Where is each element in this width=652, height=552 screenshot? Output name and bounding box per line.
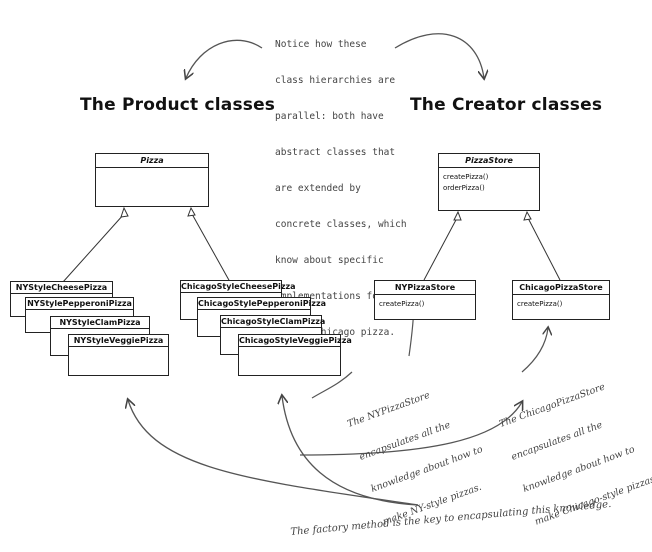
nypizzastore-class-name: NYPizzaStore bbox=[375, 281, 475, 295]
inherit-line-ny-products bbox=[62, 213, 125, 283]
chicagopizzastore-class-name: ChicagoPizzaStore bbox=[513, 281, 609, 295]
ny-note-tail bbox=[311, 371, 353, 399]
inherit-arrow-ny-products bbox=[120, 206, 129, 218]
top-note-line: are extended by bbox=[275, 183, 361, 194]
pizzastore-method: createPizza() bbox=[443, 173, 489, 181]
top-note-line: know about specific bbox=[275, 255, 384, 266]
nypizzastore-method: createPizza() bbox=[379, 300, 425, 308]
inherit-line-chicago-products bbox=[191, 213, 231, 283]
sweep-arrow-to-chicago-products bbox=[282, 396, 419, 506]
chicago-clam-pizza-name: ChicagoStyleClamPizza bbox=[221, 317, 326, 328]
chicago-pepperoni-pizza-name: ChicagoStylePepperoniPizza bbox=[198, 299, 327, 310]
chicago-veggie-pizza-name: ChicagoStyleVeggiePizza bbox=[239, 336, 352, 347]
ny-cheese-pizza-name: NYStyleCheesePizza bbox=[11, 282, 112, 294]
pizza-class-name: Pizza bbox=[96, 154, 208, 168]
chicago-veggie-pizza-box: ChicagoStyleVeggiePizza bbox=[238, 334, 352, 376]
top-note-line: class hierarchies are bbox=[275, 75, 396, 86]
curve-arrow-to-creators bbox=[394, 33, 484, 78]
top-note-line: parallel: both have bbox=[275, 111, 384, 122]
product-classes-heading: The Product classes bbox=[80, 95, 276, 115]
pizzastore-method: orderPizza() bbox=[443, 184, 485, 192]
ny-pepperoni-pizza-name: NYStylePepperoniPizza bbox=[26, 299, 133, 310]
top-note-line: abstract classes that bbox=[275, 147, 396, 158]
creator-classes-heading: The Creator classes bbox=[410, 95, 603, 115]
chicagopizzastore-method: createPizza() bbox=[517, 300, 563, 308]
ny-veggie-pizza-box: NYStyleVeggiePizza bbox=[68, 334, 169, 376]
sweep-arrow-to-ny-products bbox=[128, 400, 419, 506]
inherit-line-ny-store bbox=[423, 217, 458, 281]
top-note-line: Notice how these bbox=[275, 39, 367, 50]
top-note-line: concrete classes, which bbox=[275, 219, 407, 230]
top-note: Notice how these class hierarchies are p… bbox=[275, 15, 407, 351]
ny-veggie-pizza-name: NYStyleVeggiePizza bbox=[69, 335, 168, 347]
pizzastore-class-name: PizzaStore bbox=[439, 154, 539, 168]
inherit-arrow-chicago-store bbox=[523, 210, 532, 221]
chicago-cheese-pizza-name: ChicagoStyleCheesePizza bbox=[181, 282, 296, 293]
chicago-note-arrow bbox=[521, 328, 548, 373]
inherit-arrow-ny-store bbox=[453, 210, 462, 221]
inherit-arrow-chicago-products bbox=[187, 206, 196, 217]
inherit-line-chicago-store bbox=[527, 217, 561, 281]
curve-arrow-to-products bbox=[186, 39, 263, 78]
sweep-arrow-to-chicago-store bbox=[299, 402, 522, 456]
pizzastore-methods: createPizza() orderPizza() bbox=[439, 168, 539, 198]
chicagopizzastore-class-box: ChicagoPizzaStore createPizza() bbox=[512, 280, 610, 320]
pizza-class-box: Pizza bbox=[95, 153, 209, 207]
pizzastore-class-box: PizzaStore createPizza() orderPizza() bbox=[438, 153, 540, 211]
nypizzastore-class-box: NYPizzaStore createPizza() bbox=[374, 280, 476, 320]
ny-clam-pizza-name: NYStyleClamPizza bbox=[51, 317, 149, 329]
